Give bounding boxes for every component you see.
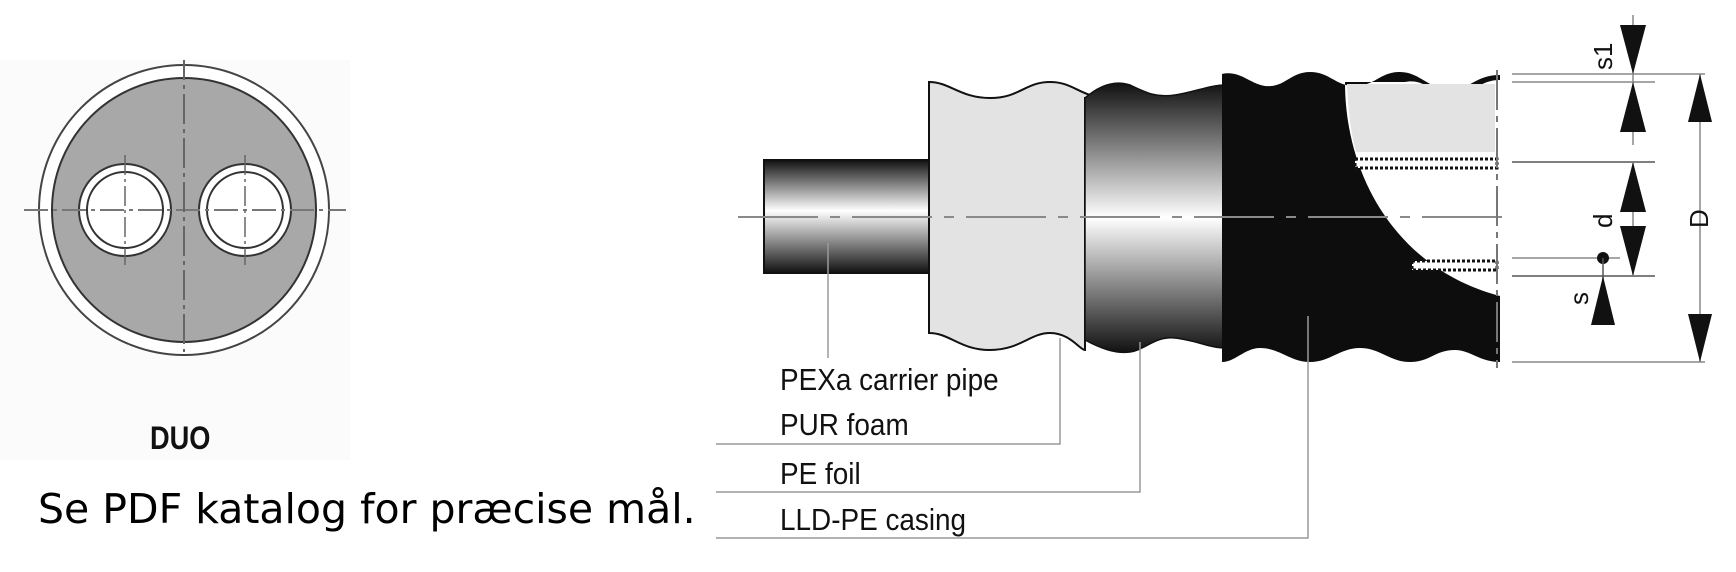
inner-pipe-wall-top <box>1353 157 1499 170</box>
cross-section-title: DUO <box>150 420 211 456</box>
catalog-note: Se PDF katalog for præcise mål. <box>38 485 696 533</box>
arrow-D-down <box>1688 314 1712 362</box>
dim-label-s1: s1 <box>1588 43 1618 70</box>
dim-label-D: D <box>1684 209 1714 228</box>
leader-casing <box>716 316 1309 539</box>
arrow-s1-down <box>1620 25 1646 74</box>
leader-pur-foam <box>716 338 1061 445</box>
leader-pe-foil <box>716 342 1141 493</box>
dim-label-s: s <box>1564 292 1594 305</box>
cutaway-foam <box>1347 84 1495 152</box>
layer-label-pur: PUR foam <box>780 408 909 443</box>
layer-label-pexa: PEXa carrier pipe <box>780 363 999 398</box>
dim-label-d: d <box>1588 214 1618 228</box>
pipe-layer-drawing: s1 d s D PEXa carrier pipe PUR foam PE f… <box>716 15 1714 539</box>
layer-label-pe-foil: PE foil <box>780 457 861 492</box>
layer-label-casing: LLD-PE casing <box>780 503 966 538</box>
inner-pipe-wall-bottom <box>1410 259 1499 272</box>
arrow-s-up <box>1591 276 1615 325</box>
arrow-s1-up <box>1620 82 1646 132</box>
duo-cross-section-drawing <box>24 60 346 356</box>
arrow-d-down <box>1620 226 1646 276</box>
arrow-D-up <box>1688 74 1712 122</box>
arrow-d-up <box>1620 162 1646 212</box>
